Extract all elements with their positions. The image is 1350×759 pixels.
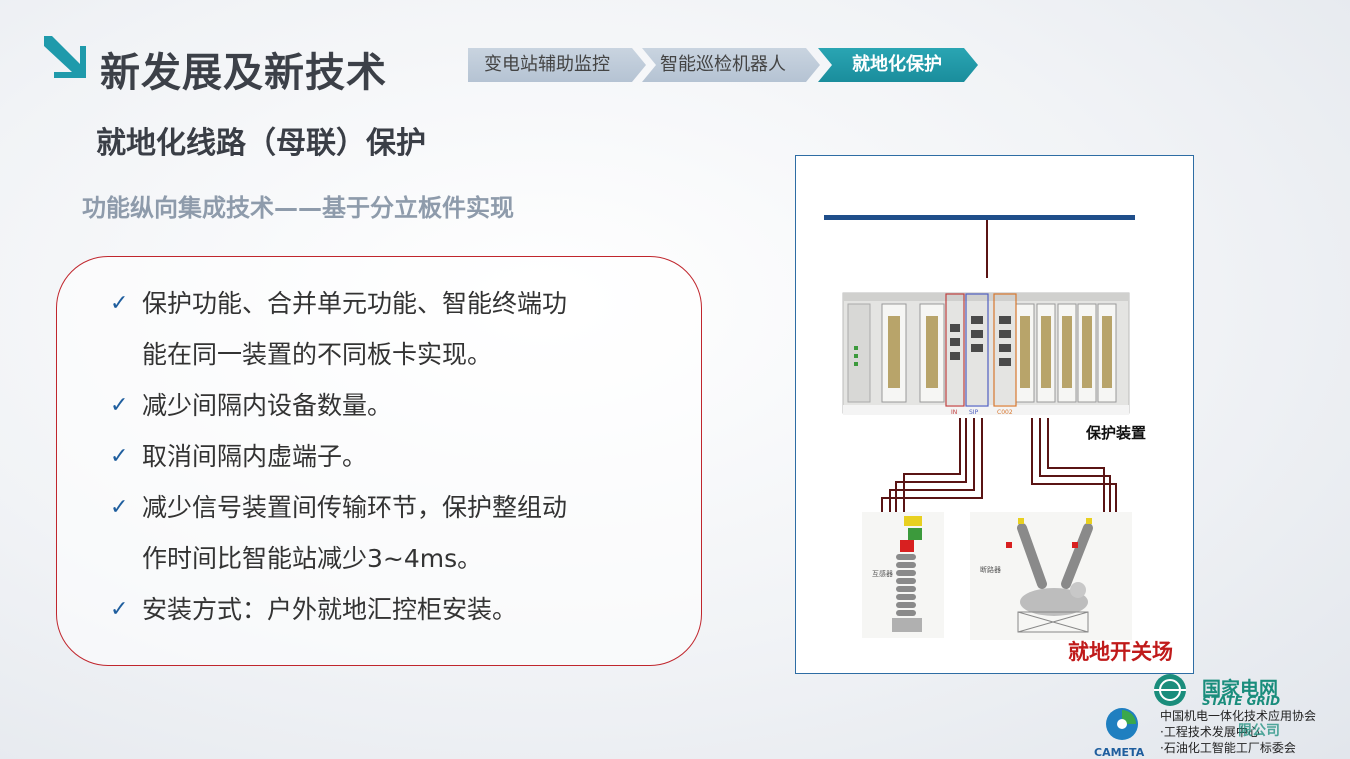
association-line-2: ·工程技术发展中心 xyxy=(1160,725,1260,739)
state-grid-logo-icon xyxy=(1154,674,1186,706)
protection-device-rack: IN SIP C002 xyxy=(842,292,1130,416)
breaker-label: 断路器 xyxy=(980,565,1001,574)
circuit-breaker: 断路器 xyxy=(970,512,1132,640)
list-item: ✓ 减少信号装置间传输环节，保护整组动 作时间比智能站减少3~4ms。 xyxy=(110,482,670,584)
association-line-3: ·石油化工智能工厂标委会 xyxy=(1160,741,1296,755)
breadcrumb-item-inspection-robot[interactable]: 智能巡检机器人 xyxy=(642,48,820,82)
list-item: ✓ 取消间隔内虚端子。 xyxy=(110,431,670,482)
breadcrumb-item-substation-monitoring[interactable]: 变电站辅助监控 xyxy=(468,48,646,82)
association-line-1: 中国机电一体化技术应用协会 xyxy=(1160,709,1317,723)
current-transformer: 互感器 xyxy=(862,512,944,638)
state-grid-name-cn: 国家电网 xyxy=(1202,678,1279,700)
device-label: 保护装置 xyxy=(1086,424,1147,442)
protection-diagram: IN SIP C002 xyxy=(795,155,1194,674)
arrow-logo-icon xyxy=(44,36,86,78)
diagram-drawing: IN SIP C002 xyxy=(824,215,1135,640)
ct-label: 互感器 xyxy=(872,569,893,578)
state-grid-name-en: STATE GRID xyxy=(1202,694,1281,708)
busbar xyxy=(824,215,1135,220)
board-label-c002: C002 xyxy=(997,409,1013,416)
checkmark-icon: ✓ xyxy=(110,444,129,469)
switchyard-label: 就地开关场 xyxy=(1068,640,1173,664)
checkmark-icon: ✓ xyxy=(110,597,129,622)
list-item: ✓ 安装方式：户外就地汇控柜安装。 xyxy=(110,584,670,635)
checkmark-icon: ✓ xyxy=(110,291,129,316)
page-title: 新发展及新技术 xyxy=(100,50,387,96)
list-item: ✓ 保护功能、合并单元功能、智能终端功 能在同一装置的不同板卡实现。 xyxy=(110,278,670,380)
company-overlay-text: 限公司 xyxy=(1238,723,1280,739)
list-item: ✓ 减少间隔内设备数量。 xyxy=(110,380,670,431)
breadcrumb-item-local-protection[interactable]: 就地化保护 xyxy=(818,48,978,82)
board-label-in: IN xyxy=(951,409,957,416)
bullet-list: ✓ 保护功能、合并单元功能、智能终端功 能在同一装置的不同板卡实现。 ✓ 减少间… xyxy=(110,278,670,635)
board-label-sip: SIP xyxy=(969,409,979,416)
bullet-box xyxy=(56,256,702,666)
subsection-title: 功能纵向集成技术——基于分立板件实现 xyxy=(82,194,514,222)
checkmark-icon: ✓ xyxy=(110,393,129,418)
checkmark-icon: ✓ xyxy=(110,495,129,520)
cameta-logo-icon: CAMETA xyxy=(1094,708,1145,759)
section-title: 就地化线路（母联）保护 xyxy=(96,126,426,161)
cameta-text: CAMETA xyxy=(1094,746,1145,759)
